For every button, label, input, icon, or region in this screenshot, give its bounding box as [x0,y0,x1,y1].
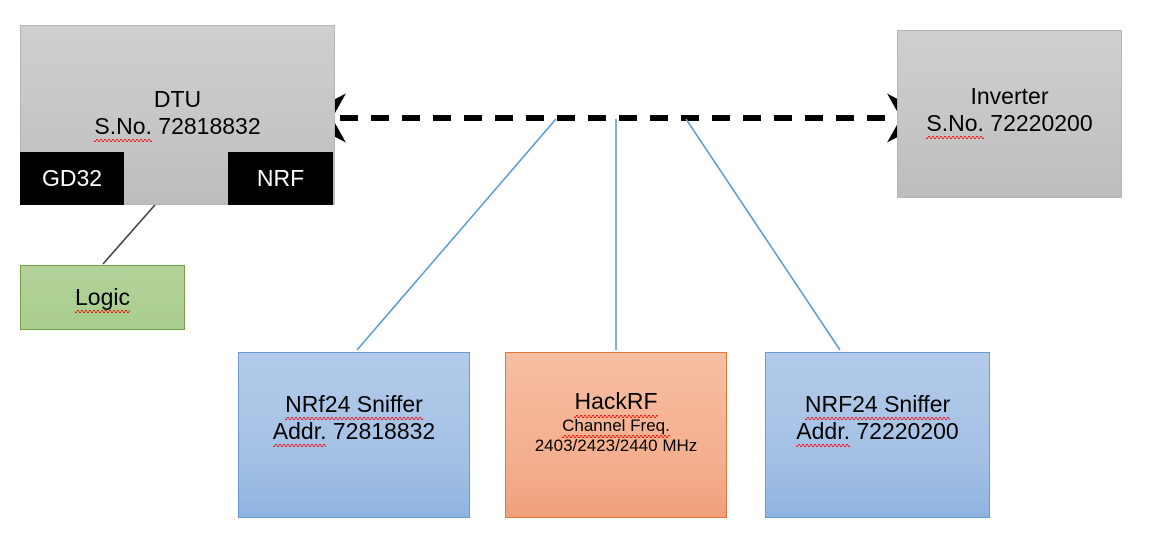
logic-label: Logic [75,283,130,314]
sniffer-right-title-text: NRF24 Sniffer [804,390,951,421]
hackrf-frequencies: 2403/2423/2440 MHz [534,435,698,455]
sniffer-left-addr-prefix: Addr. [272,418,327,448]
nrf-label: NRF [256,164,305,191]
inverter-serial-value: 72220200 [990,110,1093,137]
node-sniffer-left[interactable]: NRf24 Sniffer Addr. 72818832 [238,352,470,518]
sniffer-right-addr-prefix: Addr. [796,418,850,448]
node-logic[interactable]: Logic [20,265,185,330]
sniffer-right-tap-line [685,118,841,351]
sniffer-left-addr: Addr. 72818832 [272,418,436,448]
inverter-serial: S.No. 72220200 [926,110,1093,140]
hackrf-title: HackRF [574,388,658,418]
sniffer-left-title-text: NRf24 Sniffer [285,390,423,421]
dtu-title: DTU [153,86,202,112]
dtu-serial-prefix: S.No. [94,113,152,143]
sniffer-right-addr: Addr. 72220200 [796,418,959,448]
inverter-serial-prefix: S.No. [926,110,984,140]
dtu-serial-value: 72818832 [158,113,261,140]
node-sniffer-right[interactable]: NRF24 Sniffer Addr. 72220200 [765,352,990,518]
sniffer-left-title: NRf24 Sniffer [285,390,423,421]
node-gd32[interactable]: GD32 [20,152,124,205]
hackrf-channel-label-text: Channel Freq. [562,415,670,438]
node-hackrf[interactable]: HackRF Channel Freq. 2403/2423/2440 MHz [505,352,727,518]
sniffer-right-title: NRF24 Sniffer [804,390,951,421]
dtu-serial: S.No. 72818832 [94,113,261,143]
sniffer-right-addr-value: 72220200 [856,418,959,444]
node-nrf[interactable]: NRF [228,152,333,205]
sniffer-left-tap-line [356,118,557,351]
gd32-label: GD32 [41,164,103,191]
node-inverter[interactable]: Inverter S.No. 72220200 [897,30,1122,198]
sniffer-left-addr-value: 72818832 [332,418,436,444]
hackrf-channel-label: Channel Freq. [562,415,670,438]
hackrf-title-text: HackRF [574,388,658,418]
inverter-title: Inverter [970,83,1049,109]
